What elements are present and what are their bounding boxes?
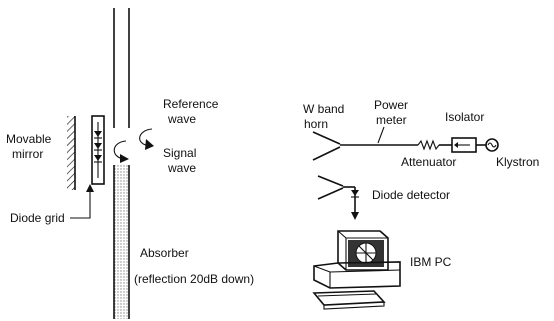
- waveguide-upper: [113, 8, 130, 128]
- ibm-pc-label: IBM PC: [410, 255, 452, 269]
- power-meter-label-2: meter: [376, 113, 407, 127]
- diode-grid-pointer: [70, 186, 91, 219]
- isolator-label: Isolator: [445, 110, 484, 124]
- diode-icon: [94, 131, 102, 163]
- absorber-section: [113, 165, 130, 319]
- isolator-icon: [451, 137, 477, 153]
- movable-mirror: [67, 116, 76, 190]
- power-meter-label: Power: [374, 98, 408, 112]
- signal-wave-label: Signal: [163, 146, 196, 160]
- klystron-label: Klystron: [496, 155, 539, 169]
- attenuator-label: Attenuator: [401, 155, 456, 169]
- diode-grid: [91, 115, 105, 185]
- ibm-pc-icon: [312, 230, 401, 310]
- w-band-horn-label: W band: [303, 102, 344, 116]
- reference-wave-arrowhead: [145, 139, 154, 150]
- absorber-label: Absorber: [140, 246, 189, 260]
- reference-wave-label-2: wave: [167, 112, 196, 126]
- w-band-horn-label-2: horn: [304, 117, 328, 131]
- detector-diode-icon: [351, 190, 359, 198]
- diode-detector-label: Diode detector: [372, 188, 450, 202]
- w-band-horn: [312, 131, 341, 161]
- diode-grid-label: Diode grid: [10, 211, 65, 225]
- attenuator-icon: [417, 139, 440, 151]
- movable-mirror-label: Movable: [6, 132, 52, 146]
- reference-wave-label: Reference: [163, 97, 219, 111]
- detector-arrowhead: [351, 212, 359, 220]
- movable-mirror-label-2: mirror: [12, 147, 43, 161]
- signal-wave-label-2: wave: [167, 161, 196, 175]
- klystron-icon: [485, 138, 499, 152]
- signal-wave-arrowhead: [120, 154, 129, 163]
- absorber-note-label: (reflection 20dB down): [134, 272, 254, 286]
- power-meter-pointer: [377, 126, 385, 144]
- detector-horn: [317, 175, 356, 215]
